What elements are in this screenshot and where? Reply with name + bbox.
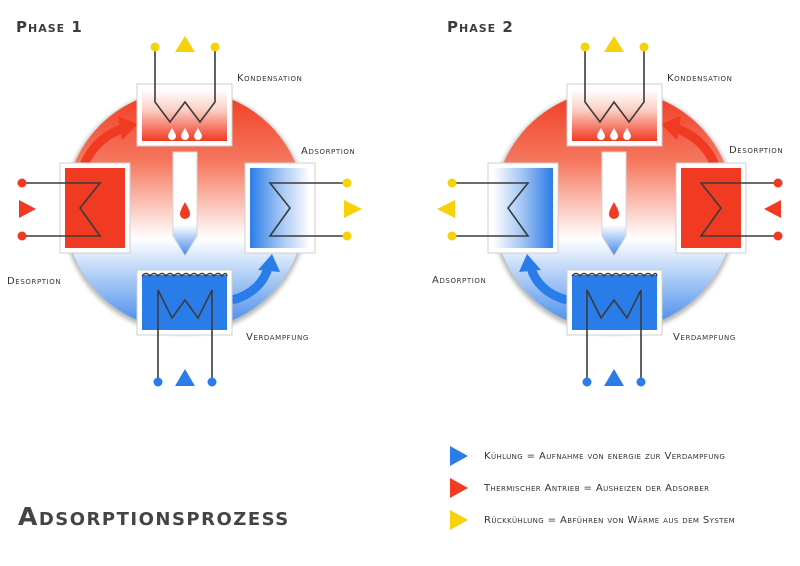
- phase2-label-evaporation: Verdampfung: [673, 332, 736, 343]
- phase2-flow-arrow-bottom: [526, 266, 569, 305]
- phase1-label-desorption: Desorption: [7, 276, 62, 287]
- phase1-evaporator-port-left: [153, 377, 163, 387]
- phase2-condenser: [566, 36, 663, 147]
- phase1-label-condensation: Kondensation: [237, 73, 303, 84]
- phase2-label-condensation: Kondensation: [667, 73, 733, 84]
- legend-blue-triangle-icon: [450, 446, 468, 466]
- phase2-desorber-port-bottom: [773, 231, 783, 241]
- phase2-desorber-arrow-icon: [764, 200, 781, 218]
- phase2-label-adsorption: Adsorption: [432, 275, 487, 286]
- phase2-diagram: [437, 36, 783, 387]
- phase1-title: Phase 1: [16, 18, 83, 36]
- phase2-evaporator: [566, 269, 663, 387]
- phase1-desorber-port-top: [17, 178, 27, 188]
- phase2-flow-arrow-top-head: [661, 116, 681, 140]
- phase2-condenser-port-right: [639, 42, 649, 52]
- main-title: Adsorptionsprozess: [18, 502, 290, 531]
- phase2-desorber-port-top: [773, 178, 783, 188]
- phase1-desorber-arrow-icon: [19, 200, 36, 218]
- phase1-label-adsorption: Adsorption: [301, 146, 356, 157]
- phase2-condenser-port-left: [580, 42, 590, 52]
- phase2-desorber: [675, 162, 783, 254]
- phase2-adsorber-port-top: [447, 178, 457, 188]
- phase1-droplet-icon: [180, 202, 190, 219]
- phase2-droplet-icon: [609, 202, 619, 219]
- phase2-title: Phase 2: [447, 18, 514, 36]
- phase1-evaporator-port-right: [207, 377, 217, 387]
- phase2-evaporator-arrow-icon: [604, 369, 624, 386]
- phase2-flow-arrow-top: [673, 123, 720, 167]
- phase2-adsorber: [437, 162, 559, 254]
- phase2-evaporator-port-left: [582, 377, 592, 387]
- phase1-adsorber-port-top: [342, 178, 352, 188]
- phase1-condenser-port-left: [150, 42, 160, 52]
- phase2-condenser-arrow-icon: [604, 36, 624, 52]
- legend-item-recooling: Rückkühlung = Abführen von Wärme aus dem…: [474, 509, 735, 531]
- legend-red-triangle-icon: [450, 478, 468, 498]
- phase2-evaporator-port-right: [636, 377, 646, 387]
- phase1-adsorber: [244, 162, 362, 254]
- phase2-adsorber-port-bottom: [447, 231, 457, 241]
- legend-item-cooling: Kühlung = Aufnahme von energie zur Verda…: [474, 445, 725, 467]
- phase1-flow-arrow-top: [79, 123, 126, 167]
- phase1-flow-arrow-bottom-head: [258, 254, 280, 272]
- phase1-label-evaporation: Verdampfung: [246, 332, 309, 343]
- phase1-adsorber-port-bottom: [342, 231, 352, 241]
- legend-text-thermal-drive: Thermischer Antrieb = Ausheizen der Adso…: [484, 482, 710, 494]
- phase1-flow-arrow-bottom: [230, 266, 273, 305]
- phase1-condenser-arrow-icon: [175, 36, 195, 52]
- legend-text-cooling: Kühlung = Aufnahme von energie zur Verda…: [484, 450, 726, 462]
- phase1-evaporator-arrow-icon: [175, 369, 195, 386]
- phase1-desorber-port-bottom: [17, 231, 27, 241]
- phase1-diagram: [17, 36, 362, 387]
- legend-yellow-triangle-icon: [450, 510, 468, 530]
- phase2-flow-arrow-bottom-head: [519, 254, 541, 272]
- legend-text-recooling: Rückkühlung = Abführen von Wärme aus dem…: [484, 514, 736, 526]
- phase1-condenser: [136, 36, 233, 147]
- phase1-flow-arrow-top-head: [118, 116, 138, 140]
- phase2-adsorber-arrow-icon: [437, 200, 455, 218]
- legend-item-thermal-drive: Thermischer Antrieb = Ausheizen der Adso…: [474, 477, 709, 499]
- phase2-label-desorption: Desorption: [729, 145, 784, 156]
- phase1-evaporator: [136, 269, 233, 387]
- phase1-condenser-port-right: [210, 42, 220, 52]
- phase1-desorber: [17, 162, 131, 254]
- phase1-adsorber-arrow-icon: [344, 200, 362, 218]
